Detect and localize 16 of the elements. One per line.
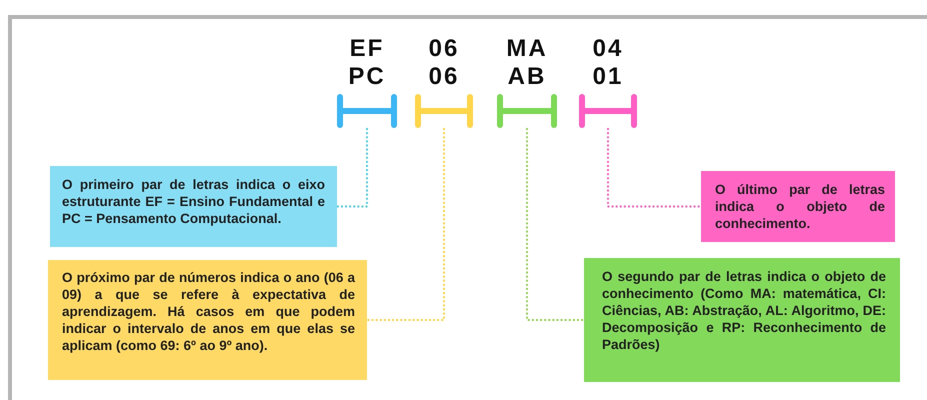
leader-line (336, 128, 368, 208)
leader-line (366, 128, 446, 322)
leader-line (606, 128, 702, 208)
text-box: O primeiro par de letras indica o eixo estruturante EF = Ensino Fundamental e PC = Pensamento Computacional. (50, 166, 337, 247)
text-box: O segundo par de letras indica o objeto de conhecimento (Como MA: matemática, CI: Ciências, AB: Abstração, AL: Algoritmo, DE: Decomposição e RP: Reconhecimento de Padrões) (584, 258, 900, 382)
code-label: PC (347, 63, 387, 91)
code-label: 01 (592, 63, 624, 91)
code-label: MA (505, 35, 549, 63)
code-label: AB (506, 63, 548, 91)
leader-line (526, 128, 586, 322)
code-label: EF (348, 35, 386, 63)
text-box: O último par de letras indica o objeto de conhecimento. (701, 171, 895, 242)
code-label: 06 (428, 35, 460, 63)
code-label: 04 (592, 35, 624, 63)
code-label: 06 (428, 63, 460, 91)
text-box: O próximo par de números indica o ano (06 a 09) a que se refere à expectativa de aprendizagem. Há casos em que podem indicar o intervalo de anos em que elas se aplicam (como 69: 6º ao 9º ano). (48, 260, 367, 380)
